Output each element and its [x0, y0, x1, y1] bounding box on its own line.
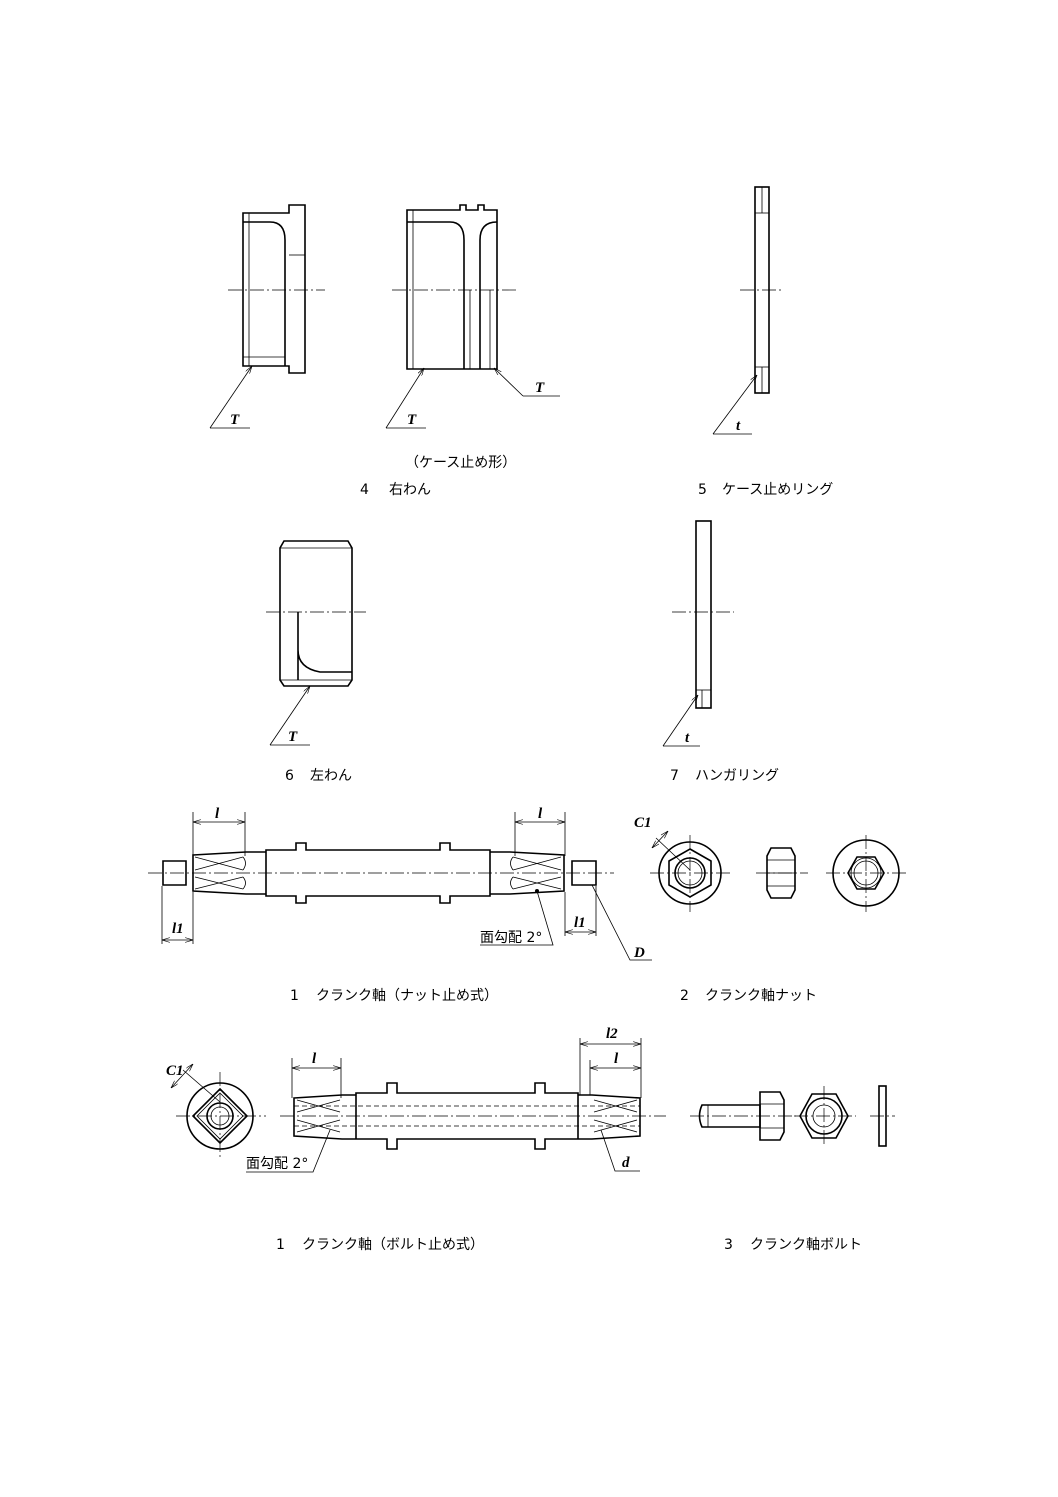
fig1b-label-l-left: l — [312, 1051, 317, 1067]
fig5-ring-drawing — [712, 186, 782, 435]
fig1b-crank-axle-drawing — [171, 1038, 666, 1173]
fig2-nut-drawing — [650, 831, 908, 912]
fig7-caption: ハンガリング — [695, 768, 779, 784]
fig5-number: 5 — [698, 482, 707, 498]
fig7-ring-drawing — [662, 520, 734, 747]
fig4-label-T-3: T — [535, 380, 545, 396]
fig4-number: 4 — [360, 482, 369, 498]
fig1b-label-l2: l2 — [606, 1026, 618, 1042]
fig1b-label-d: d — [622, 1155, 630, 1171]
fig6-caption: 左わん — [310, 768, 352, 784]
fig1b-label-C1: C1 — [166, 1063, 184, 1079]
fig7-label-t: t — [685, 730, 690, 746]
fig1a-caption: クランク軸（ナット止め式） — [316, 988, 498, 1004]
fig2-label-C1: C1 — [634, 815, 652, 831]
fig1b-caption: クランク軸（ボルト止め式） — [302, 1237, 484, 1253]
fig4-label-T-2: T — [407, 412, 417, 428]
fig1a-label-l-right: l — [538, 806, 543, 822]
fig6-number: 6 — [285, 768, 294, 784]
fig4-subtitle: （ケース止め形） — [405, 455, 516, 471]
fig1b-number: 1 — [276, 1237, 285, 1253]
fig7-number: 7 — [670, 768, 679, 784]
fig4-right-cup-drawing — [209, 204, 560, 429]
fig1b-taper-note: 面勾配 2° — [246, 1156, 308, 1172]
fig1b-label-l-right: l — [614, 1051, 619, 1067]
fig5-caption: ケース止めリング — [722, 482, 833, 498]
fig6-left-cup-drawing — [266, 540, 366, 746]
fig3-number: 3 — [724, 1237, 733, 1253]
fig1a-label-D: D — [633, 945, 645, 961]
fig1a-number: 1 — [290, 988, 299, 1004]
fig6-label-T: T — [288, 729, 298, 745]
fig1a-taper-note: 面勾配 2° — [480, 930, 542, 946]
fig1a-label-l1-left: l1 — [172, 921, 184, 937]
fig4-caption: 右わん — [389, 482, 431, 498]
fig2-number: 2 — [680, 988, 689, 1004]
fig1a-label-l-left: l — [215, 806, 220, 822]
fig1a-crank-axle-drawing — [148, 812, 652, 961]
fig5-label-t: t — [736, 418, 741, 434]
fig3-bolt-drawing — [690, 1085, 895, 1147]
fig2-caption: クランク軸ナット — [705, 988, 817, 1004]
fig4-label-T-1: T — [230, 412, 240, 428]
fig3-caption: クランク軸ボルト — [750, 1237, 862, 1253]
fig1a-label-l1-right: l1 — [574, 915, 586, 931]
